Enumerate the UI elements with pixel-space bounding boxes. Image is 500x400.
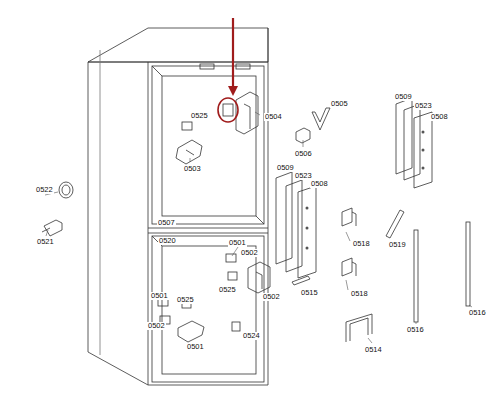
callout-number: 0523 xyxy=(294,172,313,180)
top-trim xyxy=(200,64,214,69)
callout-number: 0518 xyxy=(350,290,369,298)
mullion xyxy=(148,233,268,234)
callout-number: 0522 xyxy=(35,186,54,194)
callout-number: 0518 xyxy=(352,240,371,248)
callout-number: 0515 xyxy=(300,289,319,297)
top-trim xyxy=(236,64,250,69)
callout-number: 0509 xyxy=(394,93,413,101)
knob-part xyxy=(42,220,62,236)
strip-part xyxy=(414,230,418,322)
cabinet-outline xyxy=(88,28,268,385)
hinge-part xyxy=(178,321,204,342)
upper-frame xyxy=(152,66,264,224)
hinge-part xyxy=(176,140,202,164)
small-part xyxy=(223,104,233,116)
callout-number: 0516 xyxy=(468,309,487,317)
bracket-part xyxy=(312,108,330,130)
small-part xyxy=(232,322,240,331)
ring-part xyxy=(62,185,70,195)
cabinet-edge xyxy=(100,50,101,355)
callout-number: 0525 xyxy=(190,112,209,120)
panel-part xyxy=(298,186,316,278)
callout-number: 0506 xyxy=(294,150,313,158)
callout-number: 0524 xyxy=(242,332,261,340)
small-part xyxy=(182,122,192,130)
panel-part xyxy=(286,180,302,272)
panel-part xyxy=(276,172,292,264)
liner-edge xyxy=(152,66,162,76)
callout-number: 0503 xyxy=(183,165,202,173)
callout-number: 0502 xyxy=(240,249,259,257)
panel-part xyxy=(404,104,420,180)
lower-frame xyxy=(152,236,264,382)
callout-number: 0509 xyxy=(276,164,295,172)
small-part xyxy=(226,254,236,262)
panel-part xyxy=(414,112,432,188)
callout-number: 0523 xyxy=(414,102,433,110)
highlight-arrow xyxy=(218,18,238,122)
liner-edge xyxy=(256,216,264,224)
callout-number: 0508 xyxy=(310,180,329,188)
callout-number: 0514 xyxy=(364,346,383,354)
ring-part xyxy=(59,182,73,198)
hinge-part xyxy=(248,262,270,293)
callout-number: 0502 xyxy=(147,322,166,330)
hinge-part xyxy=(236,92,258,134)
callout-number: 0501 xyxy=(186,343,205,351)
callout-number: 0516 xyxy=(406,326,425,334)
strip-part xyxy=(466,222,470,306)
callout-number: 0520 xyxy=(158,237,177,245)
small-part xyxy=(228,272,237,280)
cabinet-edge xyxy=(148,62,268,63)
callout-number: 0502 xyxy=(262,293,281,301)
callout-number: 0508 xyxy=(430,113,449,121)
mullion xyxy=(148,228,268,229)
callout-number: 0507 xyxy=(157,219,176,227)
callout-number: 0525 xyxy=(218,286,237,294)
cabinet-top xyxy=(88,28,268,62)
handle-part xyxy=(346,314,372,342)
panel-holes xyxy=(306,131,425,250)
callout-number: 0501 xyxy=(228,239,247,247)
leader-lines xyxy=(45,112,472,343)
cabinet-edge xyxy=(88,62,148,63)
callout-number: 0519 xyxy=(388,241,407,249)
bracket-part xyxy=(342,208,356,226)
callout-number: 0501 xyxy=(150,292,169,300)
strip-part xyxy=(386,210,404,238)
strip-part xyxy=(292,276,310,285)
callout-number: 0505 xyxy=(330,100,349,108)
cabinet-edge xyxy=(148,62,149,385)
lower-liner xyxy=(162,246,256,374)
callout-number: 0521 xyxy=(36,238,55,246)
bracket-part xyxy=(342,258,356,276)
callout-number: 0525 xyxy=(176,296,195,304)
callout-number: 0504 xyxy=(264,113,283,121)
